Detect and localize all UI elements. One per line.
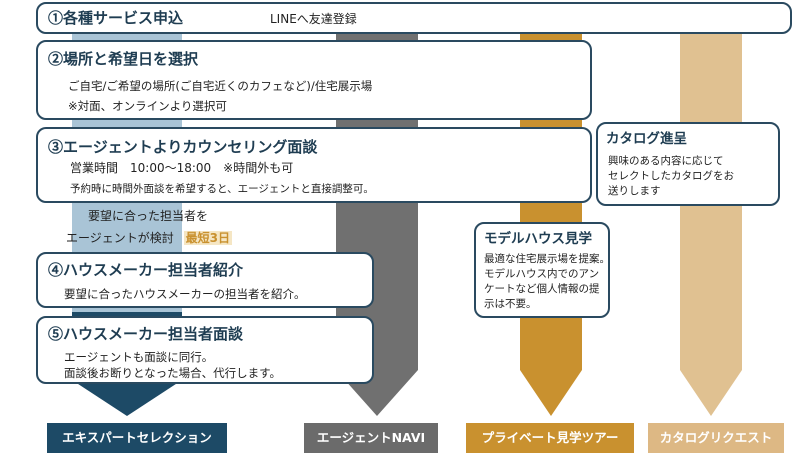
catalog-line: セレクトしたカタログをお	[608, 170, 734, 182]
step3-line2: 予約時に時間外面談を希望すると、エージェントと直接調整可。	[70, 183, 374, 195]
step5-card: ⑤ハウスメーカー担当者面談 エージェントも面談に同行。 面談後お断りとなった場合…	[36, 316, 374, 384]
step2-line2: ※対面、オンラインより選択可	[68, 99, 227, 113]
step2-title: ②場所と希望日を選択	[48, 50, 199, 68]
model-house-line: モデルハウス内でのアン	[484, 268, 600, 280]
agent-review-note-line2: エージェントが検討 最短3日	[66, 229, 232, 247]
model-house-line: ケートなど個人情報の提	[484, 283, 600, 295]
catalog-line: 送りします	[608, 185, 661, 197]
catalog-text: 興味のある内容に応じて セレクトしたカタログをお 送りします	[608, 154, 734, 199]
catalog-card: カタログ進呈 興味のある内容に応じて セレクトしたカタログをお 送りします	[596, 122, 780, 206]
step5-title: ⑤ハウスメーカー担当者面談	[48, 325, 244, 343]
model-house-text: 最適な住宅展示場を提案。 モデルハウス内でのアン ケートなど個人情報の提 示は不…	[484, 252, 610, 312]
shortest-days-badge: 最短3日	[183, 231, 232, 245]
service-label-agent-navi: エージェントNAVI	[304, 423, 438, 453]
step4-line1: 要望に合ったハウスメーカーの担当者を紹介。	[64, 287, 306, 301]
step5-line1: エージェントも面談に同行。	[64, 350, 214, 364]
catalog-title: カタログ進呈	[606, 131, 687, 147]
step5-line2: 面談後お断りとなった場合、代行します。	[64, 366, 282, 380]
agent-review-text: エージェントが検討	[66, 231, 174, 245]
service-label-expert-selection: エキスパートセレクション	[47, 423, 227, 453]
step3-title: ③エージェントよりカウンセリング面談	[48, 138, 318, 156]
model-house-title: モデルハウス見学	[484, 231, 592, 247]
step4-title: ④ハウスメーカー担当者紹介	[48, 261, 244, 279]
model-house-card: モデルハウス見学 最適な住宅展示場を提案。 モデルハウス内でのアン ケートなど個…	[474, 222, 610, 318]
service-label-catalog-request: カタログリクエスト	[648, 423, 784, 453]
agent-review-note-line1: 要望に合った担当者を	[88, 209, 209, 223]
step1-note: LINEへ友達登録	[270, 12, 357, 26]
step4-card: ④ハウスメーカー担当者紹介 要望に合ったハウスメーカーの担当者を紹介。	[36, 252, 374, 308]
step3-card: ③エージェントよりカウンセリング面談 営業時間 10:00～18:00 ※時間外…	[36, 127, 592, 203]
step3-line1: 営業時間 10:00～18:00 ※時間外も可	[70, 161, 294, 175]
model-house-line: 最適な住宅展示場を提案。	[484, 253, 610, 265]
step1-card: ①各種サービス申込 LINEへ友達登録	[36, 2, 792, 34]
lane-catalog-request-arrow	[680, 30, 742, 416]
catalog-line: 興味のある内容に応じて	[608, 155, 724, 167]
service-label-private-tour: プライベート見学ツアー	[466, 423, 634, 453]
step1-title: ①各種サービス申込	[48, 9, 184, 27]
model-house-line: 示は不要。	[484, 298, 537, 310]
step2-line1: ご自宅/ご希望の場所(ご自宅近くのカフェなど)/住宅展示場	[68, 79, 373, 93]
step2-card: ②場所と希望日を選択 ご自宅/ご希望の場所(ご自宅近くのカフェなど)/住宅展示場…	[36, 40, 592, 120]
